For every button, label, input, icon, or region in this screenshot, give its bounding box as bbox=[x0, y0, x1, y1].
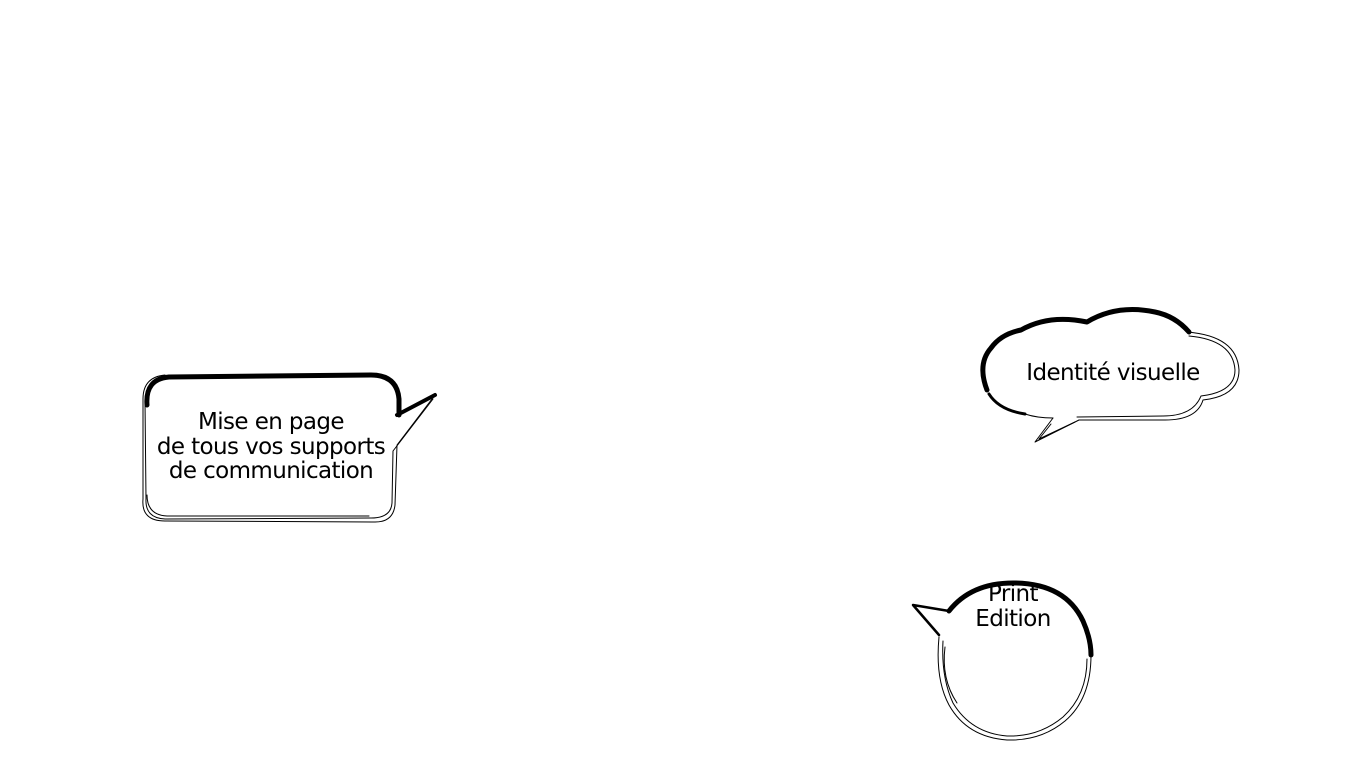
cloud-bubble-icon bbox=[980, 307, 1240, 443]
print-line-1: Print bbox=[988, 581, 1039, 608]
layout-service-text: Mise en page de tous vos supports de com… bbox=[149, 401, 393, 493]
print-service-text: Print Edition bbox=[953, 575, 1073, 639]
layout-line-1: Mise en page bbox=[198, 408, 345, 435]
layout-line-3: de communication bbox=[168, 458, 374, 485]
identity-service-bubble[interactable]: Identité visuelle bbox=[975, 300, 1250, 450]
layout-service-bubble[interactable]: Mise en page de tous vos supports de com… bbox=[135, 365, 445, 535]
speech-bubble-rect-icon bbox=[142, 372, 437, 523]
identity-service-text: Identité visuelle bbox=[995, 346, 1231, 400]
print-service-bubble[interactable]: Print Edition bbox=[905, 575, 1105, 750]
print-line-2: Edition bbox=[975, 606, 1051, 632]
layout-line-2: de tous vos supports bbox=[156, 433, 386, 460]
round-speech-bubble-icon bbox=[911, 580, 1094, 741]
identity-label: Identité visuelle bbox=[1026, 359, 1200, 386]
